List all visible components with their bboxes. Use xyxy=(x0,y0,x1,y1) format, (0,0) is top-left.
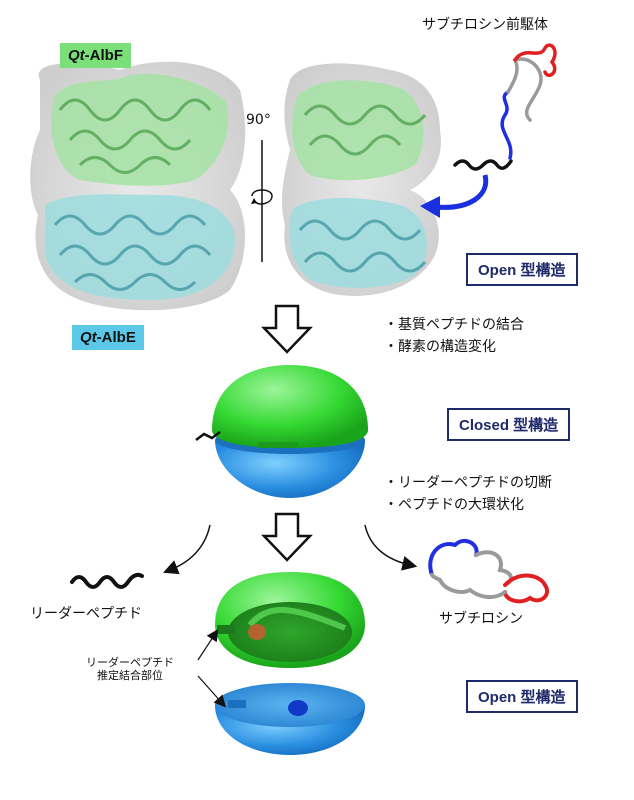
step2-note: ・リーダーペプチドの切断 xyxy=(384,475,552,491)
binding-site-pointer-top xyxy=(197,628,219,661)
precursor-label: サブチロシン前駆体 xyxy=(422,17,548,33)
binding-site-label-line2: 推定結合部位 xyxy=(97,669,163,682)
step2-notes: ・リーダーペプチドの切断 ・ペプチドの大環状化 xyxy=(384,472,552,516)
step1-note: ・基質ペプチドの結合 xyxy=(384,317,524,333)
state-open-label-1: Open 型構造 xyxy=(466,253,578,286)
binding-arrow xyxy=(434,174,489,210)
open-enzyme-top xyxy=(215,572,365,668)
process-arrow-1 xyxy=(261,304,313,354)
albE-label: Qt-AlbE xyxy=(72,325,144,350)
binding-site-label: リーダーペプチド 推定結合部位 xyxy=(86,656,174,682)
albF-label: Qt-AlbF xyxy=(60,43,131,68)
closed-enzyme-model xyxy=(195,365,368,498)
state-closed-label: Closed 型構造 xyxy=(447,408,571,441)
subtilosin-macrocycle xyxy=(428,538,550,604)
binding-arrow-head xyxy=(420,196,440,218)
arrow-to-subtilosin xyxy=(364,524,418,571)
rotation-axis xyxy=(251,140,273,262)
binding-site-pointer-bottom xyxy=(197,675,226,708)
protein-structure-side-open xyxy=(282,63,441,296)
binding-site-label-line1: リーダーペプチド xyxy=(86,656,174,669)
step1-notes: ・基質ペプチドの結合 ・酵素の構造変化 xyxy=(384,314,524,358)
rotation-label: 90° xyxy=(246,112,271,128)
process-arrow-2 xyxy=(261,512,313,562)
protein-structure-front xyxy=(30,61,246,311)
leader-peptide-squiggle xyxy=(70,572,144,589)
step2-note: ・ペプチドの大環状化 xyxy=(384,497,524,513)
open-enzyme-bottom xyxy=(215,683,365,755)
state-open-label-2: Open 型構造 xyxy=(466,680,578,713)
step1-note: ・酵素の構造変化 xyxy=(384,339,496,355)
subtilosin-label: サブチロシン xyxy=(439,611,523,627)
precursor-peptide xyxy=(453,43,557,171)
leader-peptide-label: リーダーペプチド xyxy=(30,606,142,622)
arrow-to-leader xyxy=(163,524,211,575)
